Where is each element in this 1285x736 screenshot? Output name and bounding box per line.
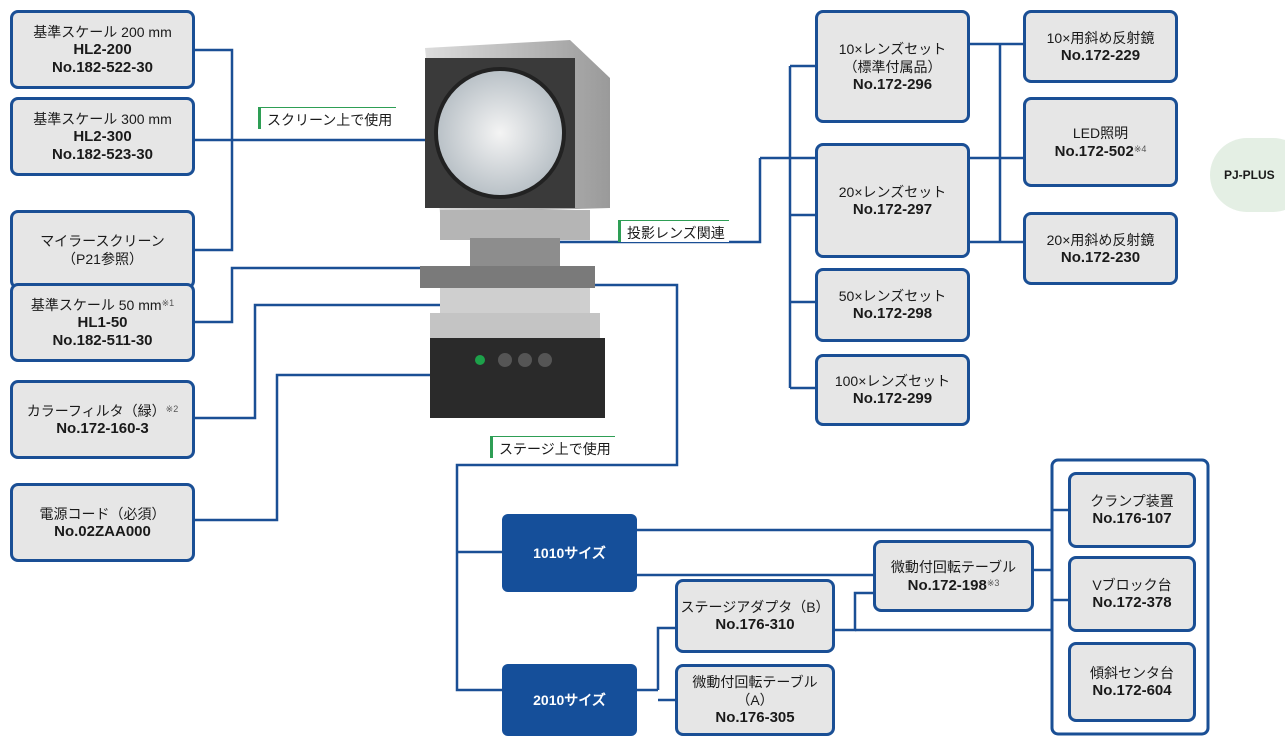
item-code: No.176-107 [1092,510,1172,527]
footnote-mark: ※2 [165,403,179,414]
item-model: HL2-200 [73,40,132,58]
item-name: 基準スケール 50 mm [30,296,162,313]
size-1010-block: 1010サイズ [502,514,637,592]
item-name: 傾斜センタ台 [1090,665,1174,681]
item-code: No.172-378 [1092,594,1172,611]
item-code: No.172-297 [852,200,933,218]
reference-scale-50-box: 基準スケール 50 mm※1 HL1-50 No.182-511-30 [10,283,195,362]
oblique-mirror-20x-box: 20×用斜め反射鏡 No.172-230 [1023,212,1178,285]
pj-plus-badge: PJ-PLUS [1210,138,1285,212]
item-name: カラーフィルタ（緑） [26,402,166,419]
item-name: マイラースクリーン [40,232,165,249]
reference-scale-300-box: 基準スケール 300 mm HL2-300 No.182-523-30 [10,97,195,176]
reference-scale-200-box: 基準スケール 200 mm HL2-200 No.182-522-30 [10,10,195,89]
item-code: No.172-229 [1060,46,1141,64]
item-code: No.182-523-30 [52,145,153,163]
item-name: 基準スケール 300 mm [33,110,172,127]
label-lens-related: 投影レンズ関連 [618,220,729,242]
item-code: No.176-305 [715,709,795,726]
item-name: 50×レンズセット [838,288,947,304]
item-code: No.172-160-3 [56,419,149,437]
item-code: No.182-522-30 [52,58,153,76]
item-code: No.172-299 [852,390,933,407]
item-name: 微動付回転テーブル（A） [692,674,818,708]
clamp-device-box: クランプ装置 No.176-107 [1068,472,1196,548]
item-code: No.172-296 [852,75,933,93]
item-name: 電源コード（必須） [39,505,166,522]
item-name: 微動付回転テーブル [890,558,1017,575]
footnote-mark: ※4 [1133,143,1147,154]
item-name: Vブロック台 [1092,577,1172,593]
item-code: No.172-298 [852,305,933,322]
item-code: No.176-310 [715,616,795,633]
item-name: 10×用斜め反射鏡 [1046,29,1155,46]
item-code: No.172-198 [907,576,987,594]
item-code: No.02ZAA000 [54,522,151,540]
item-code: No.182-511-30 [52,331,153,349]
lens-set-10x-box: 10×レンズセット （標準付属品） No.172-296 [815,10,970,123]
label-screen-use: スクリーン上で使用 [258,107,397,129]
item-name: クランプ装置 [1090,493,1174,509]
item-code: No.172-502 [1054,142,1134,160]
footnote-mark: ※1 [161,297,175,308]
oblique-mirror-10x-box: 10×用斜め反射鏡 No.172-229 [1023,10,1178,83]
lens-set-100x-box: 100×レンズセット No.172-299 [815,354,970,426]
item-note: （P21参照） [62,250,143,267]
rotary-table-a-box: 微動付回転テーブル（A） No.176-305 [675,664,835,736]
item-name: 10×レンズセット [838,40,947,57]
item-name: 20×用斜め反射鏡 [1046,231,1155,248]
item-code: No.172-604 [1092,682,1172,699]
item-name: ステージアダプタ（B） [680,599,830,615]
led-light-box: LED照明 No.172-502※4 [1023,97,1178,187]
profile-projector-illustration [420,40,610,418]
rotary-table-box: 微動付回転テーブル No.172-198※3 [873,540,1034,612]
item-name: 100×レンズセット [834,373,951,389]
color-filter-box: カラーフィルタ（緑）※2 No.172-160-3 [10,380,195,459]
inclined-center-box: 傾斜センタ台 No.172-604 [1068,642,1196,722]
item-note: （標準付属品） [843,58,942,75]
footnote-mark: ※3 [986,577,1000,588]
item-model: HL2-300 [73,127,132,145]
size-2010-block: 2010サイズ [502,664,637,736]
item-model: HL1-50 [77,313,128,331]
label-stage-use: ステージ上で使用 [490,436,615,458]
item-name: 基準スケール 200 mm [33,23,172,40]
item-name: LED照明 [1072,124,1129,141]
item-code: No.172-230 [1060,248,1141,266]
lens-set-50x-box: 50×レンズセット No.172-298 [815,268,970,342]
lens-set-20x-box: 20×レンズセット No.172-297 [815,143,970,258]
v-block-box: Vブロック台 No.172-378 [1068,556,1196,632]
power-cord-box: 電源コード（必須） No.02ZAA000 [10,483,195,562]
item-name: 20×レンズセット [838,183,947,200]
stage-adapter-b-box: ステージアダプタ（B） No.176-310 [675,579,835,653]
mylar-screen-box: マイラースクリーン （P21参照） [10,210,195,289]
